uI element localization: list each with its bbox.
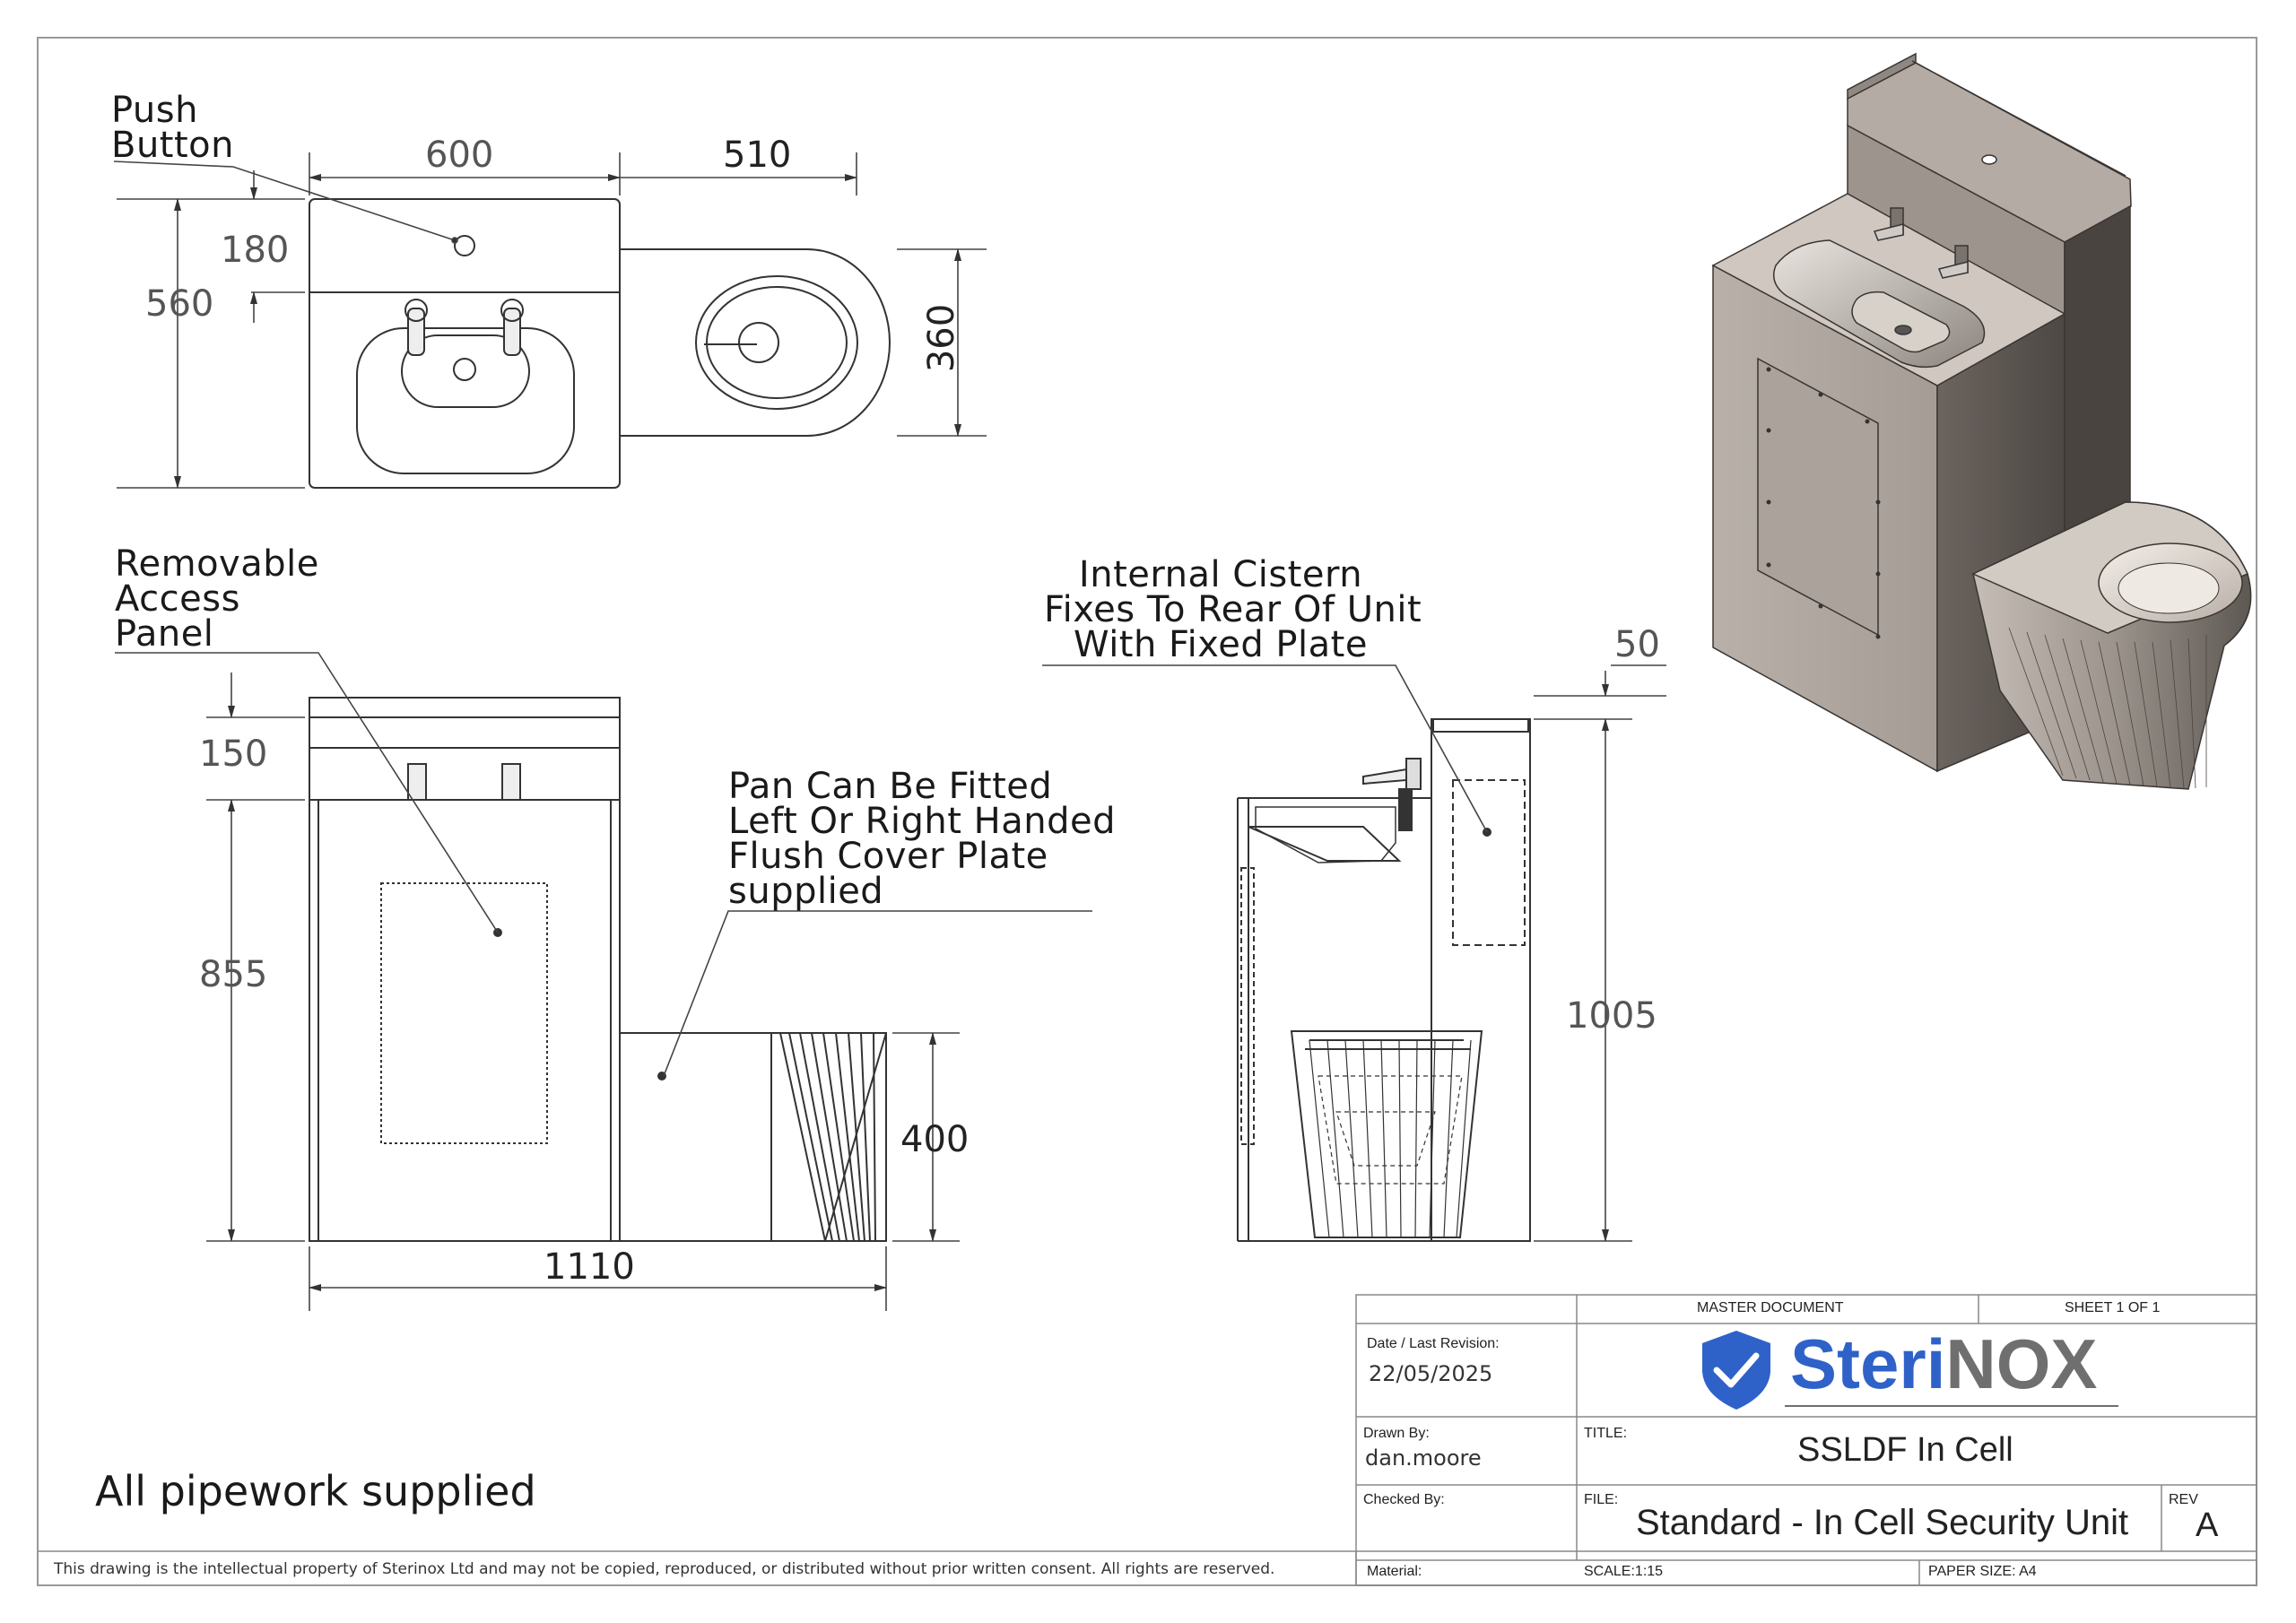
dim-front-body: 855 (199, 954, 268, 995)
title-block (38, 1294, 2257, 1586)
file-value: Standard - In Cell Security Unit (1636, 1503, 2129, 1542)
date-label: Date / Last Revision: (1367, 1336, 1500, 1351)
dim-side-upstand: 50 (1614, 624, 1660, 665)
drawn-by-label: Drawn By: (1363, 1426, 1430, 1441)
dim-pan-height: 400 (900, 1119, 970, 1160)
title-label: TITLE: (1584, 1426, 1628, 1441)
dim-top-width: 600 (425, 135, 494, 176)
side-view (1237, 718, 1531, 1242)
logo-wordmark: SteriNOX (1790, 1324, 2097, 1404)
front-view (309, 697, 887, 1242)
drawing-title: SSLDF In Cell (1797, 1431, 2013, 1469)
pipework-note: All pipework supplied (95, 1467, 536, 1515)
logo-text-nox: NOX (1945, 1324, 2098, 1403)
rev-value: A (2196, 1506, 2219, 1544)
date-value: 22/05/2025 (1369, 1361, 1493, 1386)
side-view-dimensions (1042, 664, 1666, 1242)
checked-by-label: Checked By: (1363, 1492, 1445, 1507)
access-panel (380, 882, 548, 1144)
top-view-dimensions (113, 152, 987, 489)
drawn-by-value: dan.moore (1365, 1445, 1482, 1471)
sheet-border (37, 37, 2257, 1586)
rev-label: REV (2169, 1492, 2198, 1507)
dim-button-offset: 180 (221, 230, 290, 271)
scale-label: SCALE:1:15 (1584, 1564, 1664, 1579)
front-view-dimensions (115, 652, 1092, 1311)
dim-top-depth: 560 (145, 283, 214, 325)
dim-pan-width: 510 (723, 135, 792, 176)
file-label: FILE: (1584, 1492, 1619, 1507)
dim-overall-width: 1110 (544, 1246, 635, 1288)
dim-front-upstand: 150 (199, 733, 268, 775)
logo-text-steri: Steri (1790, 1324, 1946, 1403)
material-label: Material: (1367, 1564, 1422, 1579)
top-view (309, 198, 891, 489)
dim-pan-depth: 360 (921, 303, 963, 373)
sterinox-logo-shield-icon (1702, 1331, 2118, 1410)
master-document-label: MASTER DOCUMENT (1697, 1300, 1844, 1315)
copyright-notice: This drawing is the intellectual propert… (54, 1560, 1275, 1578)
paper-size-label: PAPER SIZE: A4 (1928, 1564, 2037, 1579)
dim-side-height: 1005 (1566, 995, 1657, 1037)
isometric-view (1711, 52, 2252, 790)
sheet-number: SHEET 1 OF 1 (2065, 1300, 2161, 1315)
push-button-icon (454, 235, 475, 256)
